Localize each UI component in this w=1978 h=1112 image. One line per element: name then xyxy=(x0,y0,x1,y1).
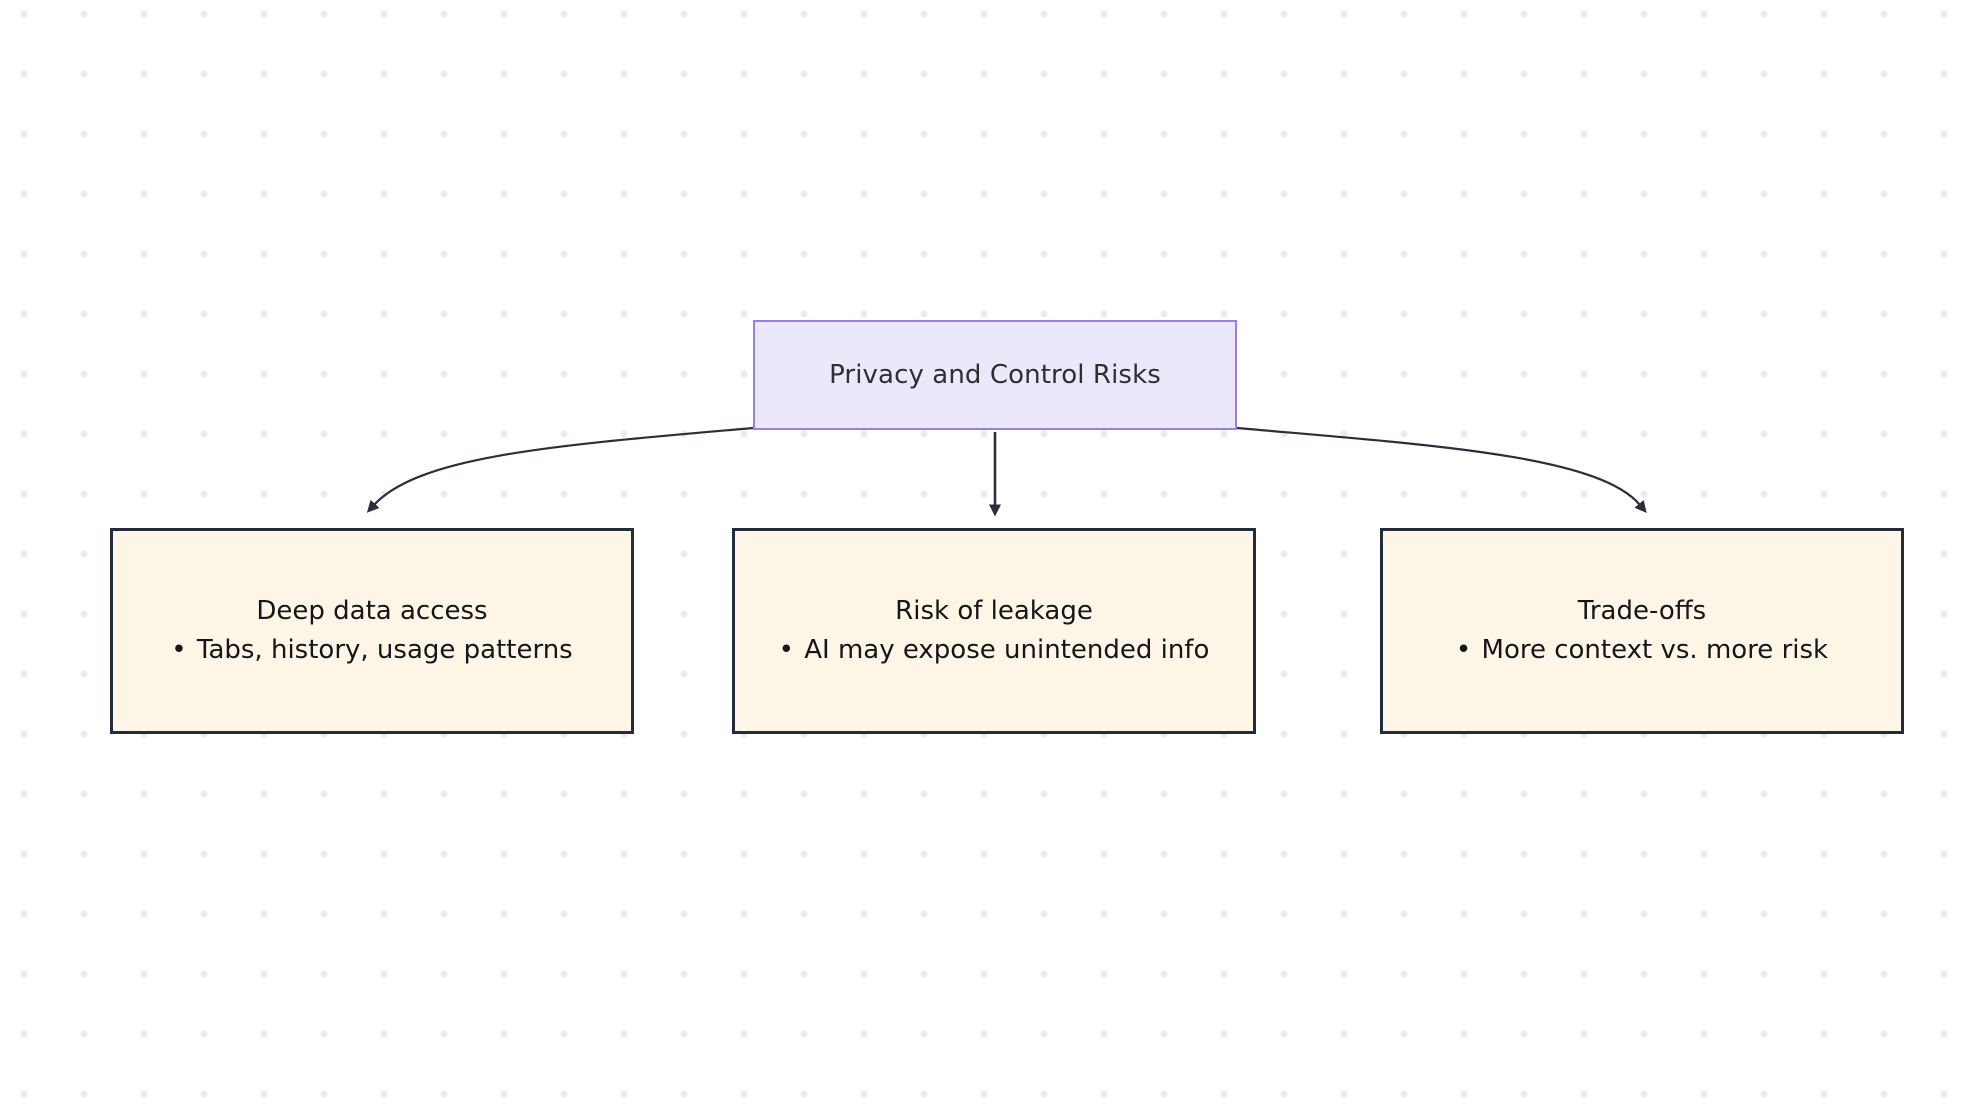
node-bullet-list: • AI may expose unintended info xyxy=(779,631,1210,670)
edge-root-child-1 xyxy=(366,426,754,513)
node-title: Deep data access xyxy=(256,596,488,626)
node-bullet-text: Tabs, history, usage patterns xyxy=(196,635,573,665)
node-root-title: Privacy and Control Risks xyxy=(829,360,1161,390)
bullet-icon: • xyxy=(778,635,794,665)
node-risk-of-leakage[interactable]: Risk of leakage • AI may expose unintend… xyxy=(732,528,1256,734)
node-bullet-list: • More context vs. more risk xyxy=(1456,631,1828,670)
edge-root-child-3 xyxy=(1236,426,1647,514)
node-bullet-item: • Tabs, history, usage patterns xyxy=(171,631,572,670)
node-title: Trade-offs xyxy=(1577,596,1707,626)
node-trade-offs[interactable]: Trade-offs • More context vs. more risk xyxy=(1380,528,1904,734)
bullet-icon: • xyxy=(171,635,187,665)
node-root[interactable]: Privacy and Control Risks xyxy=(753,320,1237,430)
node-deep-data-access[interactable]: Deep data access • Tabs, history, usage … xyxy=(110,528,634,734)
node-bullet-list: • Tabs, history, usage patterns xyxy=(171,631,572,670)
bullet-icon: • xyxy=(1455,635,1472,665)
node-bullet-item: • AI may expose unintended info xyxy=(779,631,1210,670)
node-bullet-text: More context vs. more risk xyxy=(1481,635,1829,665)
node-bullet-text: AI may expose unintended info xyxy=(804,635,1210,665)
node-bullet-item: • More context vs. more risk xyxy=(1456,631,1828,670)
node-title: Risk of leakage xyxy=(895,596,1093,626)
